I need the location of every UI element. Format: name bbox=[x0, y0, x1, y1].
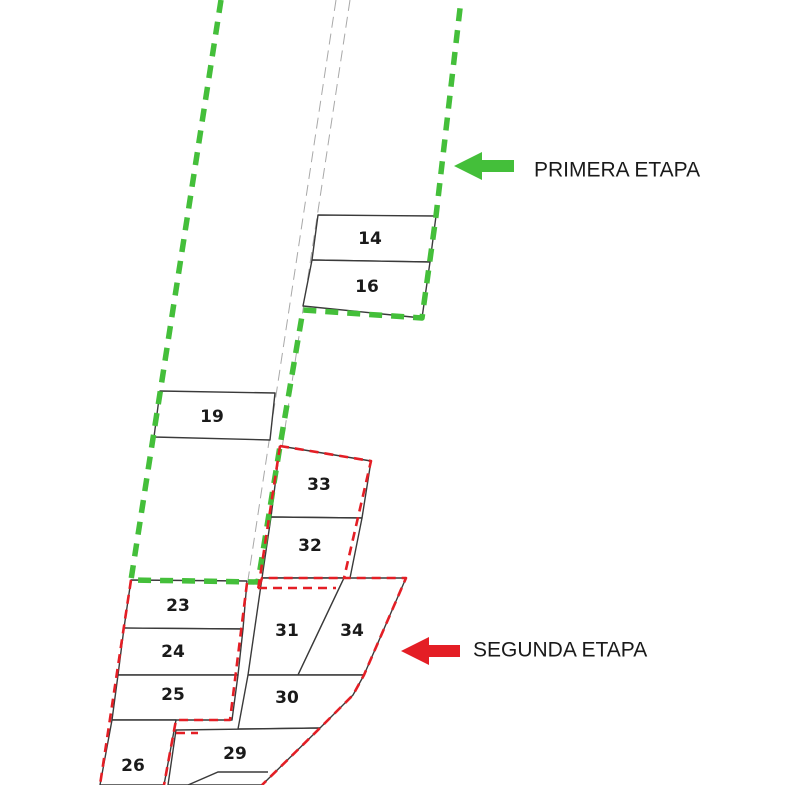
segunda-etapa-boundary-right bbox=[261, 444, 408, 785]
left-arrow-icon bbox=[454, 152, 514, 180]
legend-primera-etapa: PRIMERA ETAPA bbox=[454, 152, 700, 182]
primera-etapa-label: PRIMERA ETAPA bbox=[534, 159, 700, 182]
lot-label-34: 34 bbox=[340, 621, 364, 641]
segunda-etapa-boundary-mid bbox=[162, 582, 249, 785]
lot-label-16: 16 bbox=[355, 277, 379, 297]
lot-label-19: 19 bbox=[200, 407, 224, 427]
lot-parcels bbox=[99, 214, 437, 785]
lot-29[interactable] bbox=[167, 727, 321, 785]
primera-etapa-boundary bbox=[128, 0, 464, 585]
lot-label-26: 26 bbox=[121, 756, 145, 776]
left-arrow-icon bbox=[401, 637, 460, 665]
lot-label-32: 32 bbox=[298, 536, 322, 556]
lot-label-31: 31 bbox=[275, 621, 299, 641]
lot-labels: 14 16 19 33 32 31 34 30 23 24 25 26 29 bbox=[121, 229, 382, 776]
lot-label-33: 33 bbox=[307, 475, 331, 495]
lot-label-23: 23 bbox=[166, 596, 190, 616]
lot-label-25: 25 bbox=[161, 685, 185, 705]
legend-segunda-etapa: SEGUNDA ETAPA bbox=[401, 637, 647, 665]
lot-label-14: 14 bbox=[358, 229, 382, 249]
stage-boundaries bbox=[98, 0, 464, 785]
lot-label-30: 30 bbox=[275, 688, 299, 708]
segunda-etapa-boundary-left-block bbox=[256, 445, 344, 592]
lot-label-29: 29 bbox=[223, 744, 247, 764]
lot-25[interactable] bbox=[111, 674, 239, 721]
segunda-etapa-boundary-west bbox=[98, 579, 133, 785]
stage-legend: PRIMERA ETAPA SEGUNDA ETAPA bbox=[401, 152, 700, 665]
road-centerline-left bbox=[247, 0, 337, 581]
segunda-etapa-label: SEGUNDA ETAPA bbox=[473, 639, 647, 662]
lot-label-24: 24 bbox=[161, 642, 185, 662]
lot-29-inner-line bbox=[187, 771, 268, 785]
